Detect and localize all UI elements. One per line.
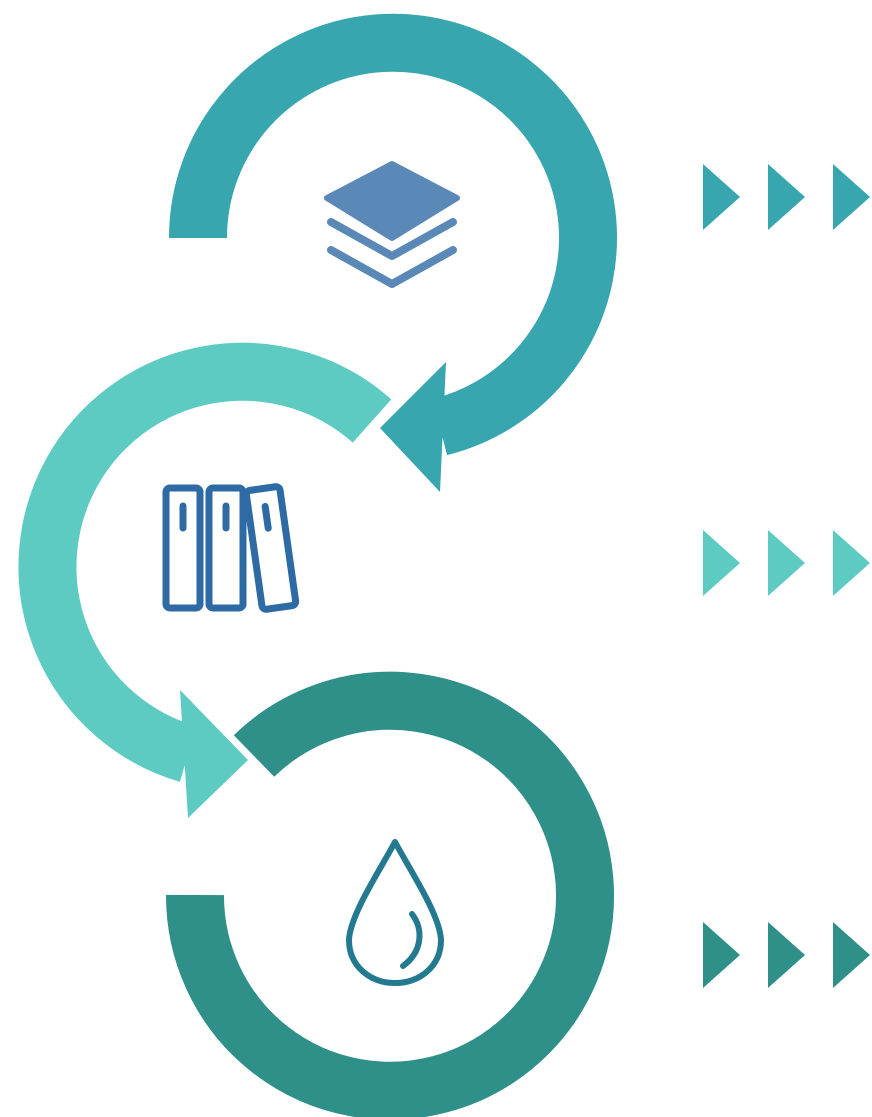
step-2-cycle — [18, 342, 392, 818]
chevron-row-2 — [703, 530, 870, 596]
step-1-cycle — [169, 13, 617, 492]
books-icon — [162, 483, 300, 613]
step-2-ring — [18, 342, 392, 782]
step-1-ring — [169, 13, 617, 456]
step-1-arrowhead — [380, 362, 446, 492]
chevron-right-icon — [703, 922, 740, 988]
water-drop-icon — [346, 839, 444, 986]
step-3-cycle — [165, 671, 614, 1117]
chevron-right-icon — [833, 530, 870, 596]
chevron-right-icon — [768, 922, 805, 988]
step-2-arrowhead — [180, 690, 248, 818]
step-3-ring — [165, 671, 614, 1117]
layers-icon — [324, 161, 460, 288]
chevron-right-icon — [703, 530, 740, 596]
chevron-right-icon — [768, 530, 805, 596]
chevron-row-1 — [703, 164, 870, 230]
chevron-right-icon — [833, 922, 870, 988]
chevron-right-icon — [833, 164, 870, 230]
chevron-row-3 — [703, 922, 870, 988]
chevron-right-icon — [703, 164, 740, 230]
chevron-right-icon — [768, 164, 805, 230]
